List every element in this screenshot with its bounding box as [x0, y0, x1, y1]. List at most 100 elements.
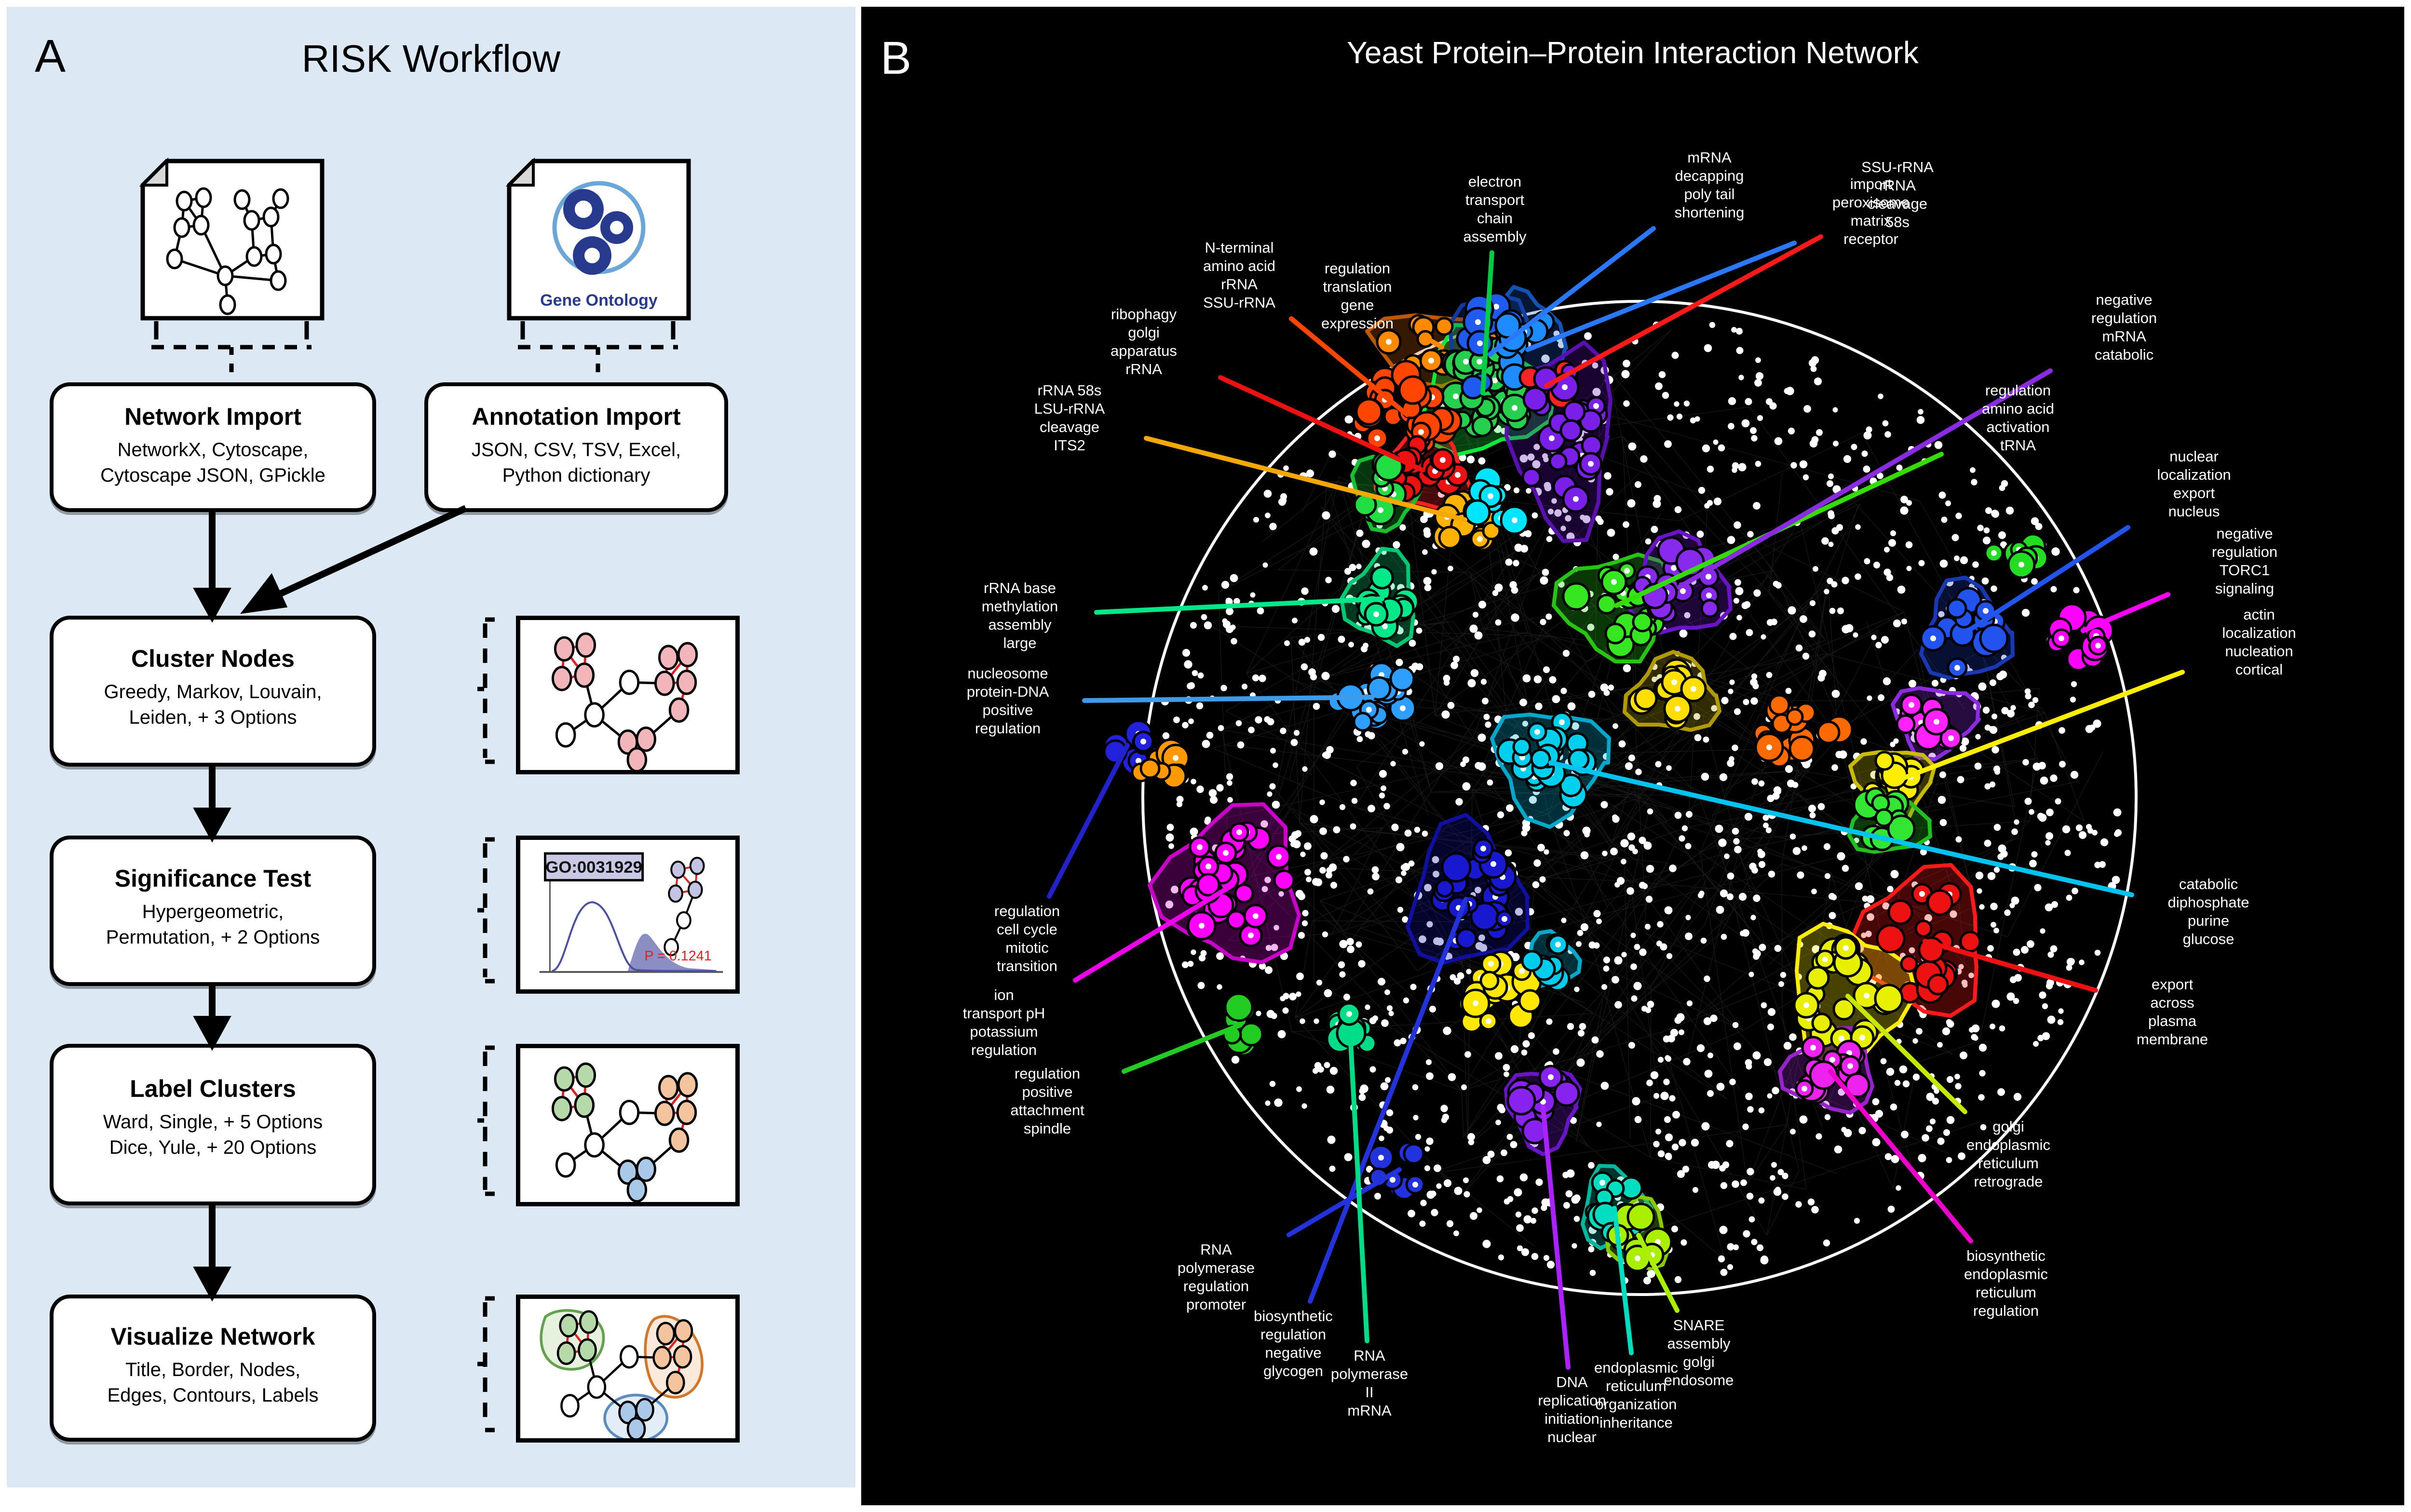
step-title: Visualize Network	[110, 1323, 315, 1350]
p-value-tail	[628, 933, 717, 971]
go-term-text: GO:0031929	[545, 858, 642, 877]
null-distribution-curve	[551, 901, 717, 972]
cluster	[1984, 533, 2049, 579]
illustration-significance-test: GO:0031929 P = 0.1241	[516, 836, 740, 994]
cluster	[1795, 1036, 1870, 1105]
illustration-braces	[477, 617, 495, 1432]
step-sub-line: Hypergeometric,	[142, 901, 284, 922]
cluster	[1464, 466, 1530, 535]
cluster	[1131, 738, 1190, 789]
step-significance-test: Significance Test Hypergeometric, Permuta…	[50, 836, 376, 986]
network-boundary-circle	[1141, 300, 2138, 1296]
p-value-text: P = 0.1241	[644, 948, 711, 964]
panel-b-title: Yeast Protein–Protein Interaction Networ…	[1347, 35, 1919, 70]
panel-a-label: A	[35, 30, 66, 82]
cluster	[1606, 1202, 1673, 1272]
cluster	[1793, 933, 1904, 1050]
cluster	[2046, 603, 2114, 672]
cluster	[1628, 658, 1707, 730]
workflow-connectors	[151, 321, 678, 1432]
cluster	[1753, 694, 1854, 768]
step-annotation-import: Annotation Import JSON, CSV, TSV, Excel,…	[424, 382, 728, 512]
illustration-visualize-network	[516, 1295, 740, 1443]
illustration-cluster-nodes	[516, 616, 740, 774]
step-sub-line: Leiden, + 3 Options	[129, 706, 297, 728]
step-sub-line: Greedy, Markov, Louvain,	[104, 681, 322, 702]
cluster	[1430, 838, 1517, 951]
cluster	[1506, 1065, 1580, 1145]
cluster	[1876, 882, 1981, 1004]
panel-b-yeast-network: B Yeast Protein–Protein Interaction Netw…	[861, 7, 2404, 1505]
step-sub-line: Edges, Contours, Labels	[107, 1384, 319, 1406]
annotation-lines	[1047, 226, 2185, 1370]
step-label-clusters: Label Clusters Ward, Single, + 5 Options…	[50, 1044, 376, 1205]
panel-a-risk-workflow: A RISK Workflow	[7, 7, 855, 1487]
step-sub-line: JSON, CSV, TSV, Excel,	[471, 439, 681, 460]
background-edges	[1206, 329, 2103, 1260]
gene-ontology-logo	[552, 181, 646, 275]
panel-a-title: RISK Workflow	[301, 37, 561, 80]
step-title: Cluster Nodes	[131, 645, 295, 672]
doodle-network-nodes	[166, 187, 289, 315]
step-sub-line: Title, Border, Nodes,	[125, 1359, 301, 1380]
gene-ontology-caption: Gene Ontology	[540, 291, 658, 310]
cluster	[1458, 950, 1542, 1033]
step-sub-line: NetworkX, Cytoscape,	[117, 439, 309, 460]
cluster	[1521, 933, 1571, 992]
cluster	[1368, 1141, 1425, 1202]
cluster	[1521, 363, 1608, 513]
step-title: Network Import	[124, 403, 301, 430]
gene-ontology-document-icon: Gene Ontology	[498, 155, 700, 324]
step-sub-line: Ward, Single, + 5 Options	[103, 1111, 323, 1133]
step-title: Label Clusters	[130, 1075, 296, 1102]
illustration-label-clusters	[516, 1044, 740, 1206]
step-sub-line: Cytoscape JSON, GPickle	[100, 464, 325, 486]
step-network-import: Network Import NetworkX, Cytoscape, Cytos…	[50, 382, 376, 512]
step-sub-line: Python dictionary	[502, 464, 650, 486]
step-sub-line: Permutation, + 2 Options	[106, 926, 320, 948]
cluster	[1896, 693, 1963, 751]
doodle-network-edges	[173, 196, 282, 305]
step-cluster-nodes: Cluster Nodes Greedy, Markov, Louvain, Le…	[50, 616, 376, 767]
network-document-icon	[131, 155, 334, 324]
step-title: Significance Test	[114, 865, 312, 892]
panel-b-label: B	[880, 32, 912, 84]
cluster	[1327, 661, 1417, 732]
step-title: Annotation Import	[472, 403, 681, 430]
go-term-badge	[544, 852, 644, 882]
cluster	[1633, 536, 1720, 623]
cluster	[1222, 992, 1264, 1057]
step-sub-line: Dice, Yule, + 20 Options	[109, 1136, 317, 1158]
cluster	[1178, 821, 1295, 947]
